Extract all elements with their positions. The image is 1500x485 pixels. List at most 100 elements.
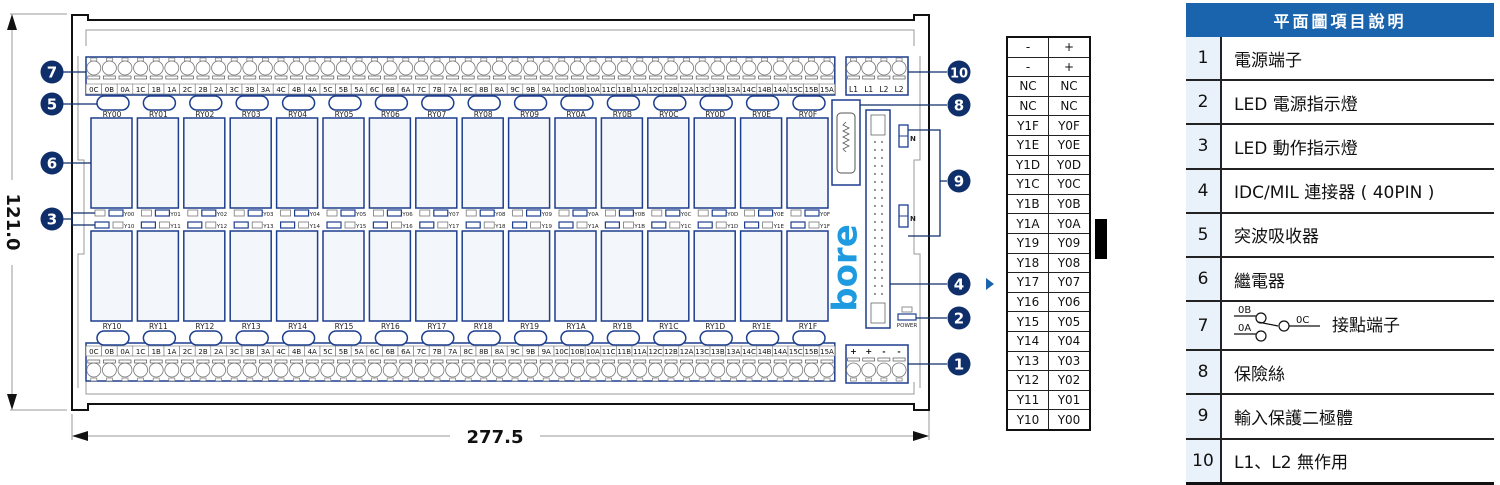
terminal-screw-icon xyxy=(460,362,476,378)
l-terminal-label: L1 xyxy=(864,85,873,94)
callout-number: 4 xyxy=(954,276,964,294)
terminal-screw-icon xyxy=(679,60,694,76)
terminal-label: 3B xyxy=(245,86,254,94)
led-label: Y1B xyxy=(633,224,645,230)
idc-pin xyxy=(881,173,883,175)
terminal-tab xyxy=(199,377,207,382)
idc-pin xyxy=(881,237,883,239)
led-resistor xyxy=(715,221,727,229)
terminal-clamp xyxy=(805,75,818,80)
terminal-clamp xyxy=(446,75,459,80)
relay-label: RY10 xyxy=(103,322,122,331)
terminal-clamp xyxy=(664,359,678,364)
terminal-tab xyxy=(589,377,597,382)
terminal-label: 1C xyxy=(136,348,145,356)
terminal-screw-icon xyxy=(772,60,788,76)
terminal-tab xyxy=(199,57,207,62)
relay-label: RY0A xyxy=(566,110,586,119)
terminal-tab xyxy=(106,377,113,382)
terminal-clamp xyxy=(727,75,740,80)
terminal-screw-icon xyxy=(429,362,445,378)
action-led xyxy=(280,221,296,229)
terminal-tab xyxy=(386,57,394,62)
relay xyxy=(693,230,736,322)
led-label: Y1E xyxy=(773,224,785,230)
action-led xyxy=(154,209,170,217)
terminal-label: 12B xyxy=(664,86,678,94)
led-resistor xyxy=(483,221,495,229)
terminal-clamp xyxy=(181,359,194,364)
terminal-label: 13C xyxy=(695,348,709,356)
pin-left: Y16 xyxy=(1006,291,1049,313)
terminal-tab xyxy=(433,377,441,382)
terminal-clamp xyxy=(524,359,537,364)
callout-number: 6 xyxy=(47,155,57,173)
terminal-screw-icon xyxy=(788,362,804,378)
terminal-tab xyxy=(730,377,737,382)
terminal-screw-icon xyxy=(772,362,788,378)
led-resistor xyxy=(140,209,152,217)
terminal-clamp xyxy=(877,357,891,362)
terminal-tab xyxy=(184,377,191,382)
led-label: Y05 xyxy=(355,212,367,218)
callout-badge xyxy=(40,60,64,84)
action-led xyxy=(108,209,124,217)
relay xyxy=(554,230,597,322)
terminal-clamp xyxy=(290,75,303,80)
surge-absorber xyxy=(513,95,548,111)
callout-number: 8 xyxy=(954,97,964,115)
terminal-screw-icon xyxy=(804,60,819,76)
terminal-label: 3C xyxy=(230,86,239,94)
terminal-clamp xyxy=(862,75,876,80)
relay-label: RY1B xyxy=(613,322,632,331)
terminal-label: 9B xyxy=(526,348,535,356)
terminal-label: 12C xyxy=(649,86,663,94)
width-dimension: 277.5 xyxy=(71,410,930,448)
relay xyxy=(183,117,226,209)
terminal-screw-icon xyxy=(460,60,476,76)
relay-label: RY11 xyxy=(149,322,168,331)
terminal-label: 7B xyxy=(432,348,441,356)
terminal-label: 7C xyxy=(417,86,426,94)
terminal-label: 10A xyxy=(586,348,600,356)
terminal-screw-icon xyxy=(398,60,414,76)
terminal-screw-icon xyxy=(289,60,305,76)
terminal-clamp xyxy=(602,75,615,80)
idc-pin xyxy=(874,165,876,167)
callout-badge xyxy=(40,207,64,231)
terminal-clamp xyxy=(383,359,397,364)
surge-absorber xyxy=(374,330,409,346)
terminal-tab xyxy=(542,57,550,62)
idc-pin xyxy=(881,269,883,271)
pin-left: Y1D xyxy=(1006,154,1049,176)
relay-label: RY05 xyxy=(335,110,354,119)
terminal-label: 5C xyxy=(323,348,332,356)
contact-com-label: 0C xyxy=(1296,315,1309,326)
idc-pin xyxy=(874,229,876,231)
terminal-tab xyxy=(792,377,800,382)
terminal-tab xyxy=(636,57,644,62)
idc-pin xyxy=(874,269,876,271)
idc-pin xyxy=(874,253,876,255)
relay xyxy=(739,230,783,322)
terminal-clamp xyxy=(259,75,272,80)
terminal-screw-icon xyxy=(226,60,242,76)
pin-table-row: -+ xyxy=(1006,36,1091,58)
idc-pin xyxy=(881,261,883,263)
led-resistor xyxy=(576,221,588,229)
idc-pin xyxy=(881,221,883,223)
action-led xyxy=(201,209,217,217)
terminal-label: 15B xyxy=(805,348,819,356)
terminal-screw-icon xyxy=(476,362,492,378)
legend-number: 9 xyxy=(1186,394,1222,440)
led-resistor xyxy=(651,209,663,217)
terminal-screw-icon xyxy=(648,60,663,76)
surge-absorber xyxy=(96,95,130,111)
surge-absorber xyxy=(513,330,548,346)
terminal-tab xyxy=(106,57,113,62)
